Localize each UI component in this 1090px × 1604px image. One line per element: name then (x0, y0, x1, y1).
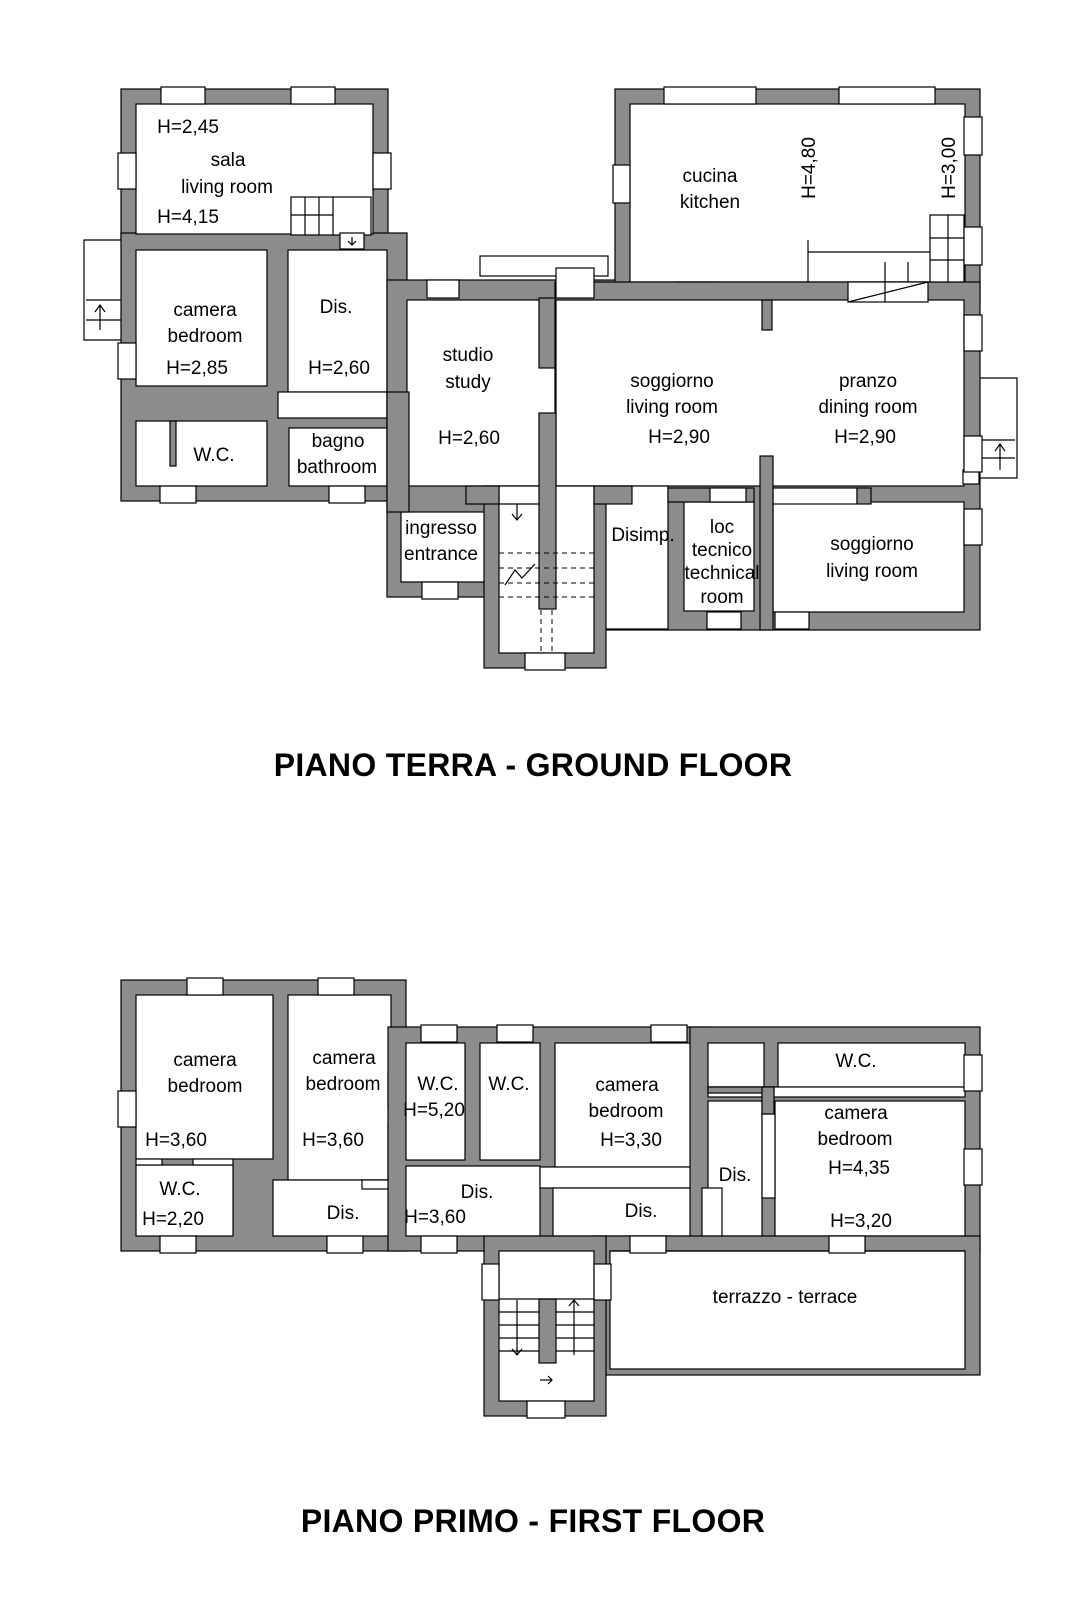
loc-label-4: room (700, 587, 743, 608)
ground-kitchen-walls (614, 88, 981, 303)
dis-height: H=2,60 (308, 358, 370, 379)
pranzo-label-en: dining room (818, 397, 917, 418)
cam4-label-it: camera (824, 1103, 888, 1124)
ground-east-walls (554, 281, 981, 631)
cam2-label-en: bedroom (306, 1074, 381, 1095)
pranzo-label-it: pranzo (839, 371, 897, 392)
cam4-height-2: H=3,20 (830, 1211, 892, 1232)
cucina-height-2: H=3,00 (939, 137, 960, 199)
ingresso-label-it: ingresso (405, 518, 477, 539)
first-windows (117, 977, 983, 1419)
wc4-label: W.C. (835, 1051, 876, 1072)
cam3-label-en: bedroom (589, 1101, 664, 1122)
sala-height-bottom: H=4,15 (157, 207, 219, 228)
ingresso-label-en: entrance (404, 544, 478, 565)
first-west-walls (120, 979, 407, 1252)
first-terrace-walls (591, 1235, 981, 1376)
cam2-label-it: camera (312, 1048, 376, 1069)
sala-height-top: H=2,45 (157, 117, 219, 138)
ground-kitchen-stair (807, 214, 965, 303)
ground-room-labels: H=2,45 sala living room H=4,15 camera be… (157, 117, 960, 608)
sala-label-en: living room (181, 177, 273, 198)
first-room-labels: camera bedroom H=3,60 W.C. H=2,20 camera… (142, 1048, 892, 1308)
cucina-label-it: cucina (683, 166, 738, 187)
ground-stair-tower-walls (465, 412, 633, 669)
soggiorno-label-en: living room (626, 397, 718, 418)
pranzo-height: H=2,90 (834, 427, 896, 448)
first-floor-plan: camera bedroom H=3,60 W.C. H=2,20 camera… (117, 977, 983, 1539)
ground-floor-plan: H=2,45 sala living room H=4,15 camera be… (83, 86, 1018, 783)
cam4-height-1: H=4,35 (828, 1158, 890, 1179)
wc1-height: H=2,20 (142, 1209, 204, 1230)
cucina-height-1: H=4,80 (799, 137, 820, 199)
camera-label-en: bedroom (168, 326, 243, 347)
dis-label: Dis. (320, 297, 353, 318)
cam1-label-it: camera (173, 1050, 237, 1071)
loc-label-2: tecnico (692, 540, 752, 561)
dis2-label: Dis. (461, 1182, 494, 1203)
cam1-height: H=3,60 (145, 1130, 207, 1151)
soggiorno2-label-en: living room (826, 561, 918, 582)
wc-label: W.C. (193, 445, 234, 466)
cam3-height: H=3,30 (600, 1130, 662, 1151)
loc-label-1: loc (710, 517, 734, 538)
wc2-height: H=5,20 (403, 1100, 465, 1121)
dis1-label: Dis. (327, 1203, 360, 1224)
first-stair-tower-walls (483, 1235, 607, 1417)
ground-sala-stair (290, 196, 372, 250)
cam2-height: H=3,60 (302, 1130, 364, 1151)
loc-label-3: technical (685, 563, 760, 584)
disimp-label: Disimp. (611, 525, 674, 546)
bagno-label-en: bathroom (297, 457, 377, 478)
cucina-label-en: kitchen (680, 192, 740, 213)
first-middle-walls (387, 1026, 711, 1252)
ground-west-block-walls (120, 88, 408, 502)
first-floor-title: PIANO PRIMO - FIRST FLOOR (301, 1503, 765, 1539)
camera-height: H=2,85 (166, 358, 228, 379)
dis3-label: Dis. (625, 1201, 658, 1222)
wc1-label: W.C. (159, 1179, 200, 1200)
cam4-label-en: bedroom (818, 1129, 893, 1150)
studio-label-en: study (445, 372, 491, 393)
studio-height: H=2,60 (438, 428, 500, 449)
dis4-label: Dis. (719, 1165, 752, 1186)
sala-label-it: sala (211, 150, 246, 171)
terrace-label: terrazzo - terrace (713, 1287, 858, 1308)
soggiorno-label-it: soggiorno (630, 371, 713, 392)
cam1-label-en: bedroom (168, 1076, 243, 1097)
dis2-height: H=3,60 (404, 1207, 466, 1228)
bagno-label-it: bagno (312, 431, 365, 452)
cam3-label-it: camera (595, 1075, 659, 1096)
wc3-label: W.C. (488, 1074, 529, 1095)
ground-floor-title: PIANO TERRA - GROUND FLOOR (274, 747, 793, 783)
studio-label-it: studio (443, 345, 494, 366)
ground-windows (117, 86, 983, 671)
wc2-label: W.C. (417, 1074, 458, 1095)
first-east-walls (689, 1026, 981, 1252)
soggiorno2-label-it: soggiorno (830, 534, 913, 555)
soggiorno-height: H=2,90 (648, 427, 710, 448)
camera-label-it: camera (173, 300, 237, 321)
ground-west-external-stair (83, 239, 121, 341)
